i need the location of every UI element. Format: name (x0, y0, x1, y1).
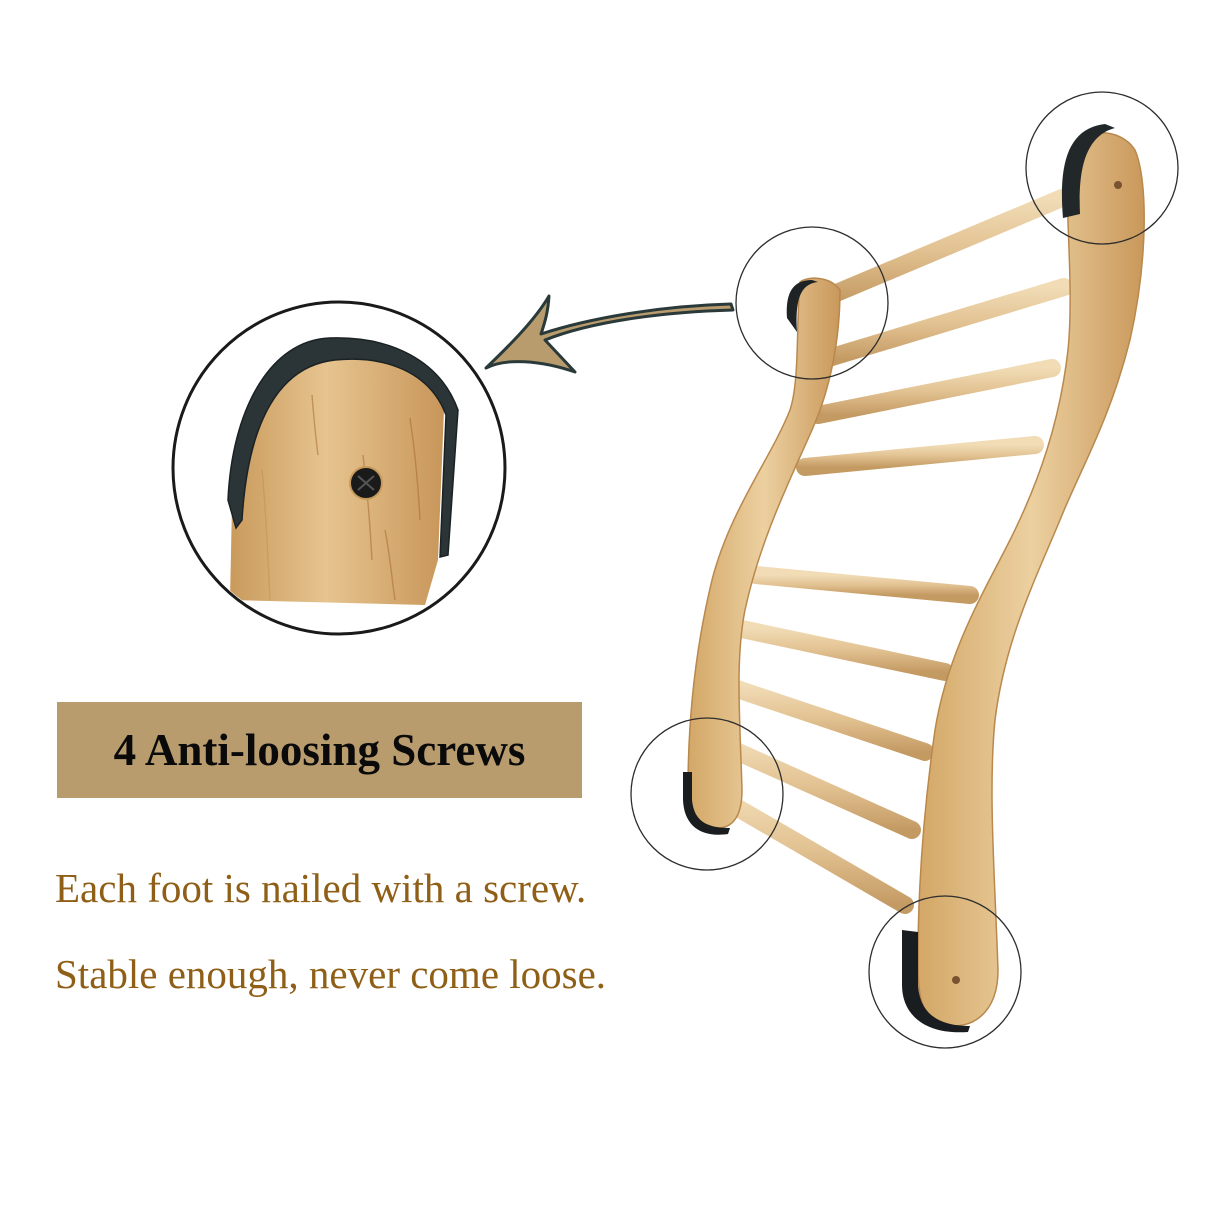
ladder-rungs (703, 189, 1073, 914)
description-line-2: Stable enough, never come loose. (55, 951, 607, 997)
highlight-circles (630, 91, 1179, 1049)
foot-cap-bottom-right (902, 930, 970, 1033)
foot-cap-bottom-left (683, 772, 730, 835)
magnified-foot-callout (171, 300, 507, 636)
highlight-circle-top-left (735, 226, 889, 380)
feature-title: 4 Anti-loosing Screws (113, 725, 526, 775)
highlight-circle-bottom-left (630, 717, 784, 871)
arrow-icon (484, 294, 735, 374)
foot-cap-top-right (1061, 124, 1115, 218)
foot-cap-top-left (786, 280, 818, 332)
highlight-circle-top-right (1025, 91, 1179, 245)
right-rail (917, 132, 1145, 1027)
description-line-1: Each foot is nailed with a screw. (55, 865, 587, 911)
feature-banner: 4 Anti-loosing Screws (57, 702, 582, 798)
screw-top-right (1114, 181, 1122, 189)
left-rail (687, 277, 841, 829)
screw-bottom-right (952, 976, 960, 984)
highlight-circle-bottom-right (868, 895, 1022, 1049)
